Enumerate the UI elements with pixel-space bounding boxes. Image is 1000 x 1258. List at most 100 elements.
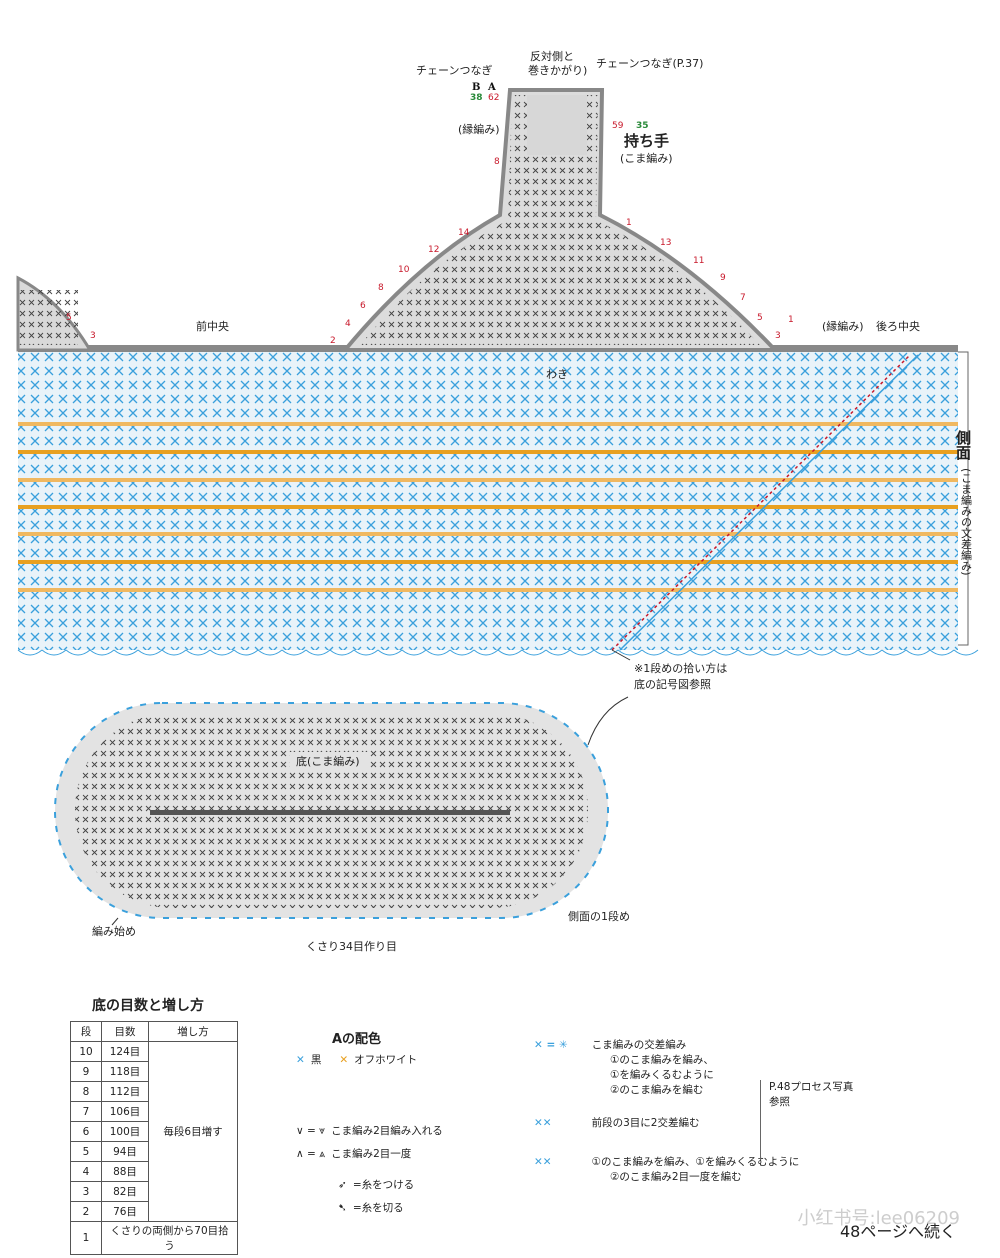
- table-cell: 2: [70, 1201, 102, 1222]
- num-59: 59: [612, 121, 624, 131]
- edge-scallop: [929, 649, 955, 656]
- continue-footer: 48ページへ続く: [839, 1222, 956, 1241]
- offwhite-row: [18, 560, 958, 564]
- table-cell: 106目: [101, 1101, 149, 1122]
- whip-stitch-label: 巻きかがり): [528, 63, 587, 77]
- ref-line1: P.48プロセス写真: [769, 1081, 854, 1093]
- row-number: 13: [660, 238, 671, 248]
- row-number: 11: [693, 256, 704, 266]
- handle-sub-label: (こま編み): [620, 151, 673, 165]
- edge-scallop: [353, 649, 379, 656]
- legend-title: Aの配色: [332, 1032, 382, 1047]
- table-cell: 100目: [101, 1121, 149, 1142]
- edge-left-label: (縁編み): [458, 122, 500, 136]
- header-method: 増し方: [148, 1021, 238, 1042]
- edge-scallop: [17, 649, 43, 656]
- edge-scallop: [761, 649, 787, 656]
- table-cell: 1: [70, 1221, 102, 1255]
- edge-scallop: [833, 649, 859, 656]
- note-line-1: ※1段めの拾い方は: [634, 661, 727, 675]
- offwhite-row: [18, 478, 958, 482]
- edge-scallop: [737, 649, 763, 656]
- edge-scallop: [89, 649, 115, 656]
- edge-scallop: [257, 649, 283, 656]
- row-number: 7: [740, 293, 746, 303]
- stitch-legend: ✕ = ✳こま編みの交差編み ①のこま編みを編み、 ①を編みくるむように ②のこ…: [534, 1038, 799, 1185]
- edge-scallop: [425, 649, 451, 656]
- front-center-label: 前中央: [196, 319, 229, 333]
- cross-step3: ②のこま編みを編む: [610, 1084, 704, 1096]
- table-cell: 118目: [101, 1061, 149, 1082]
- opposite-side-label: 反対側と: [530, 49, 574, 63]
- row-number: 1: [788, 315, 794, 325]
- edge-scallop: [617, 649, 643, 656]
- edge-scallop: [641, 649, 667, 656]
- table-cell: 5: [70, 1141, 102, 1162]
- table-cell: 8: [70, 1081, 102, 1102]
- edge-scallop: [665, 649, 691, 656]
- handle-label: 持ち手: [624, 132, 669, 150]
- table-cell: 82目: [101, 1181, 149, 1202]
- edge-scallop: [497, 649, 523, 656]
- edge-scallop: [953, 649, 979, 656]
- watermark: 小红书号:lee06209: [797, 1208, 960, 1229]
- table-cell: 124目: [101, 1041, 149, 1062]
- note-line-2: 底の記号図参照: [634, 677, 711, 691]
- table-cell: 9: [70, 1061, 102, 1082]
- table-cell: 112目: [101, 1081, 149, 1102]
- color-legend: Aの配色 ✕黒 ✕オフホワイト ∨ = ⩔こま編み2目編み入れる ∧ = ⩓こま…: [296, 1032, 443, 1216]
- table-cell: 76目: [101, 1201, 149, 1222]
- edge-scallop: [185, 649, 211, 656]
- cross-title: こま編みの交差編み: [591, 1039, 687, 1051]
- cut-yarn-icon: ➷: [338, 1202, 347, 1214]
- offwhite-label: オフホワイト: [354, 1054, 418, 1066]
- edge-scallop: [857, 649, 883, 656]
- attach-yarn-icon: ➶: [338, 1179, 347, 1191]
- row-number: 4: [345, 319, 351, 329]
- edge-scallop: [809, 649, 835, 656]
- increase-method-cell: 毎段6目増す: [148, 1041, 238, 1222]
- combo-step2: ②のこま編み2目一度を編む: [610, 1171, 742, 1183]
- side-panel: [17, 350, 979, 656]
- back-center-label: 後ろ中央: [876, 319, 920, 333]
- edge-scallop: [377, 649, 403, 656]
- edge-scallop: [905, 649, 931, 656]
- edge-scallop: [65, 649, 91, 656]
- label-a: A: [487, 82, 496, 93]
- table-cell: 10: [70, 1041, 102, 1062]
- increase-label: こま編み2目編み入れる: [331, 1125, 443, 1137]
- num-62: 62: [488, 93, 499, 103]
- start-label: 編み始め: [92, 924, 136, 938]
- crochet-chart: チェーンつなぎ 反対側と 巻きかがり) チェーンつなぎ(P.37) B A 38…: [16, 49, 979, 953]
- handle-row-8: 8: [494, 157, 500, 167]
- edge-scallop: [785, 649, 811, 656]
- row-number: 8: [378, 283, 384, 293]
- row-number: 3: [775, 331, 781, 341]
- label-b: B: [472, 82, 480, 93]
- handle-row-1: 1: [626, 218, 632, 228]
- row-number: 6: [360, 301, 366, 311]
- row-number: 12: [428, 245, 439, 255]
- cut-label: =糸を切る: [352, 1202, 404, 1214]
- table-cell: 6: [70, 1121, 102, 1142]
- row-number: 5: [66, 313, 72, 323]
- increase-icon: ∨ = ⩔: [296, 1125, 326, 1137]
- prev-row-cross-icon: ✕✕: [534, 1117, 552, 1129]
- row-number: 5: [757, 313, 763, 323]
- edge-scallop: [473, 649, 499, 656]
- cross-step1: ①のこま編みを編み、: [610, 1054, 714, 1066]
- edge-scallop: [329, 649, 355, 656]
- side-row1-label: 側面の1段め: [568, 909, 630, 923]
- table-cell: 3: [70, 1181, 102, 1202]
- edge-scallop: [689, 649, 715, 656]
- side-label: 側面: [954, 429, 972, 461]
- num-38: 38: [470, 93, 483, 103]
- bottom-panel: [54, 702, 609, 919]
